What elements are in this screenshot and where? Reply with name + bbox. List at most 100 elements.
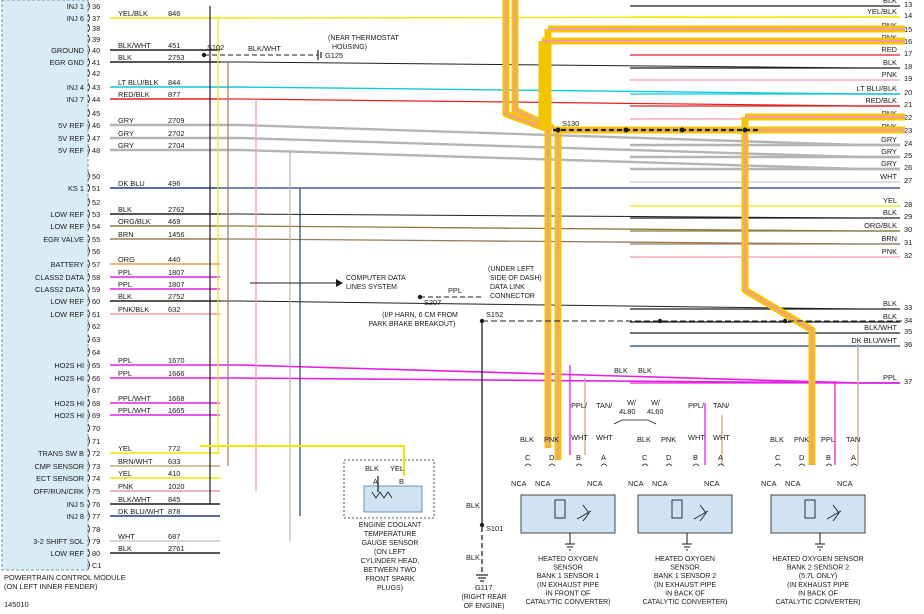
- pin-terminal: [87, 284, 90, 294]
- wire-color-label: BLK: [118, 544, 132, 553]
- pin-number: 56: [92, 247, 100, 256]
- wire-color-label: RED/BLK: [865, 96, 897, 105]
- sensor-caption: CATALYTIC CONVERTER): [775, 599, 860, 606]
- pin-number: 44: [92, 95, 100, 104]
- pin-number: 36: [904, 340, 912, 349]
- sensor-caption: IN FRONT OF: [546, 590, 591, 597]
- sensor-wire-label: WHT: [596, 433, 613, 442]
- pin-terminal: [87, 486, 90, 496]
- pin-number: 72: [92, 449, 100, 458]
- wire-color-label: ORG/BLK: [864, 221, 897, 230]
- pin-number: 63: [92, 335, 100, 344]
- svg-text:(ON LEFT: (ON LEFT: [374, 549, 407, 556]
- pin-number: 29: [904, 212, 912, 221]
- wire-color-label: BLK/WHT: [118, 41, 151, 50]
- sensor-pin-terminal: [548, 463, 556, 467]
- connector-pin-70: 70: [87, 423, 100, 433]
- pin-terminal: [87, 259, 90, 269]
- highlighted-circuit: [502, 0, 905, 465]
- svg-text:PPL: PPL: [448, 286, 462, 295]
- pin-terminal: [87, 410, 90, 420]
- sensor-body: [770, 494, 866, 534]
- circuit-number: 2704: [168, 141, 184, 150]
- svg-text:S101: S101: [486, 524, 503, 533]
- pin-number: 57: [92, 260, 100, 269]
- sensor-caption: (5.7L ONLY): [799, 573, 838, 580]
- pin-number: 54: [92, 222, 100, 231]
- sensor-wire-label: PNK: [544, 435, 559, 444]
- circuit-number: 1456: [168, 230, 184, 239]
- pin-function-label: INJ 4: [67, 83, 84, 92]
- wire-color-label: PPL/WHT: [118, 406, 151, 415]
- wire-color-label: RED: [881, 45, 897, 54]
- wire-color-label: GRY: [118, 129, 134, 138]
- circuit-number: 2753: [168, 53, 184, 62]
- pin-number: 34: [904, 316, 912, 325]
- pin-terminal: [87, 272, 90, 282]
- wire-color-label: BLK: [118, 292, 132, 301]
- pin-terminal: [87, 360, 90, 370]
- sensor-wire-label: WHT: [688, 433, 705, 442]
- svg-text:S207: S207: [424, 298, 441, 307]
- pin-function-label: CLASS2 DATA: [35, 273, 84, 282]
- pin-number: 17: [904, 49, 912, 58]
- svg-text:BLK: BLK: [466, 553, 480, 562]
- splice-s101: BLK S101 BLK: [466, 501, 503, 574]
- pin-function-label: HO2S HI: [54, 361, 84, 370]
- svg-text:W/: W/: [627, 398, 637, 407]
- pin-function-label: INJ 8: [67, 512, 84, 521]
- sensor-caption: (IN EXHAUST PIPE: [537, 582, 599, 589]
- circuit-number: 1807: [168, 268, 184, 277]
- pin-terminal: [87, 23, 90, 33]
- wire-color-label: PPL: [118, 268, 132, 277]
- harness-wire: [220, 16, 900, 19]
- circuit-number: 632: [168, 305, 180, 314]
- pin-terminal: [87, 171, 90, 181]
- pcm-module-name: POWERTRAIN CONTROL MODULE: [4, 573, 126, 582]
- svg-text:CYLINDER HEAD,: CYLINDER HEAD,: [361, 558, 420, 565]
- circuit-number: 2762: [168, 205, 184, 214]
- pin-terminal: [87, 347, 90, 357]
- sensor-ground-symbol: [565, 543, 575, 551]
- sensor-wire-label: BLK: [770, 435, 784, 444]
- splice-s102: S102 BLK/WHT G125 (NEAR THERMOSTAT HOUSI…: [201, 35, 400, 60]
- pin-terminal: [87, 133, 90, 143]
- pin-terminal: [87, 120, 90, 130]
- pin-number: 73: [92, 462, 100, 471]
- pin-terminal: [87, 560, 90, 570]
- pin-terminal: [87, 448, 90, 458]
- nca-label: NCA: [535, 479, 551, 488]
- pin-number: 50: [92, 172, 100, 181]
- circuit-number: 2761: [168, 544, 184, 553]
- pin-number: 76: [92, 500, 100, 509]
- pin-number: 36: [92, 2, 100, 11]
- pin-terminal: [87, 461, 90, 471]
- pin-function-label: HO2S HI: [54, 374, 84, 383]
- pin-number: 68: [92, 399, 100, 408]
- heater-element: [554, 499, 566, 519]
- pin-function-label: LOW REF: [50, 210, 84, 219]
- circuit-number: 633: [168, 457, 180, 466]
- ect-gauge-sensor: BLK YEL A B ENGINE COOLANT TEMPERATURE G…: [200, 445, 435, 592]
- svg-text:PARK BRAKE BREAKOUT): PARK BRAKE BREAKOUT): [368, 321, 455, 328]
- wire-color-label: GRY: [118, 116, 134, 125]
- wire-color-label: PNK: [882, 247, 897, 256]
- sensing-element: [693, 504, 709, 522]
- pin-function-label: 5V REF: [58, 121, 84, 130]
- wire-color-label: BLK: [883, 0, 897, 5]
- nca-label: NCA: [704, 479, 720, 488]
- sensor-wire-label: PNK: [794, 435, 809, 444]
- pin-terminal: [87, 321, 90, 331]
- svg-text:(UNDER LEFT: (UNDER LEFT: [488, 266, 535, 273]
